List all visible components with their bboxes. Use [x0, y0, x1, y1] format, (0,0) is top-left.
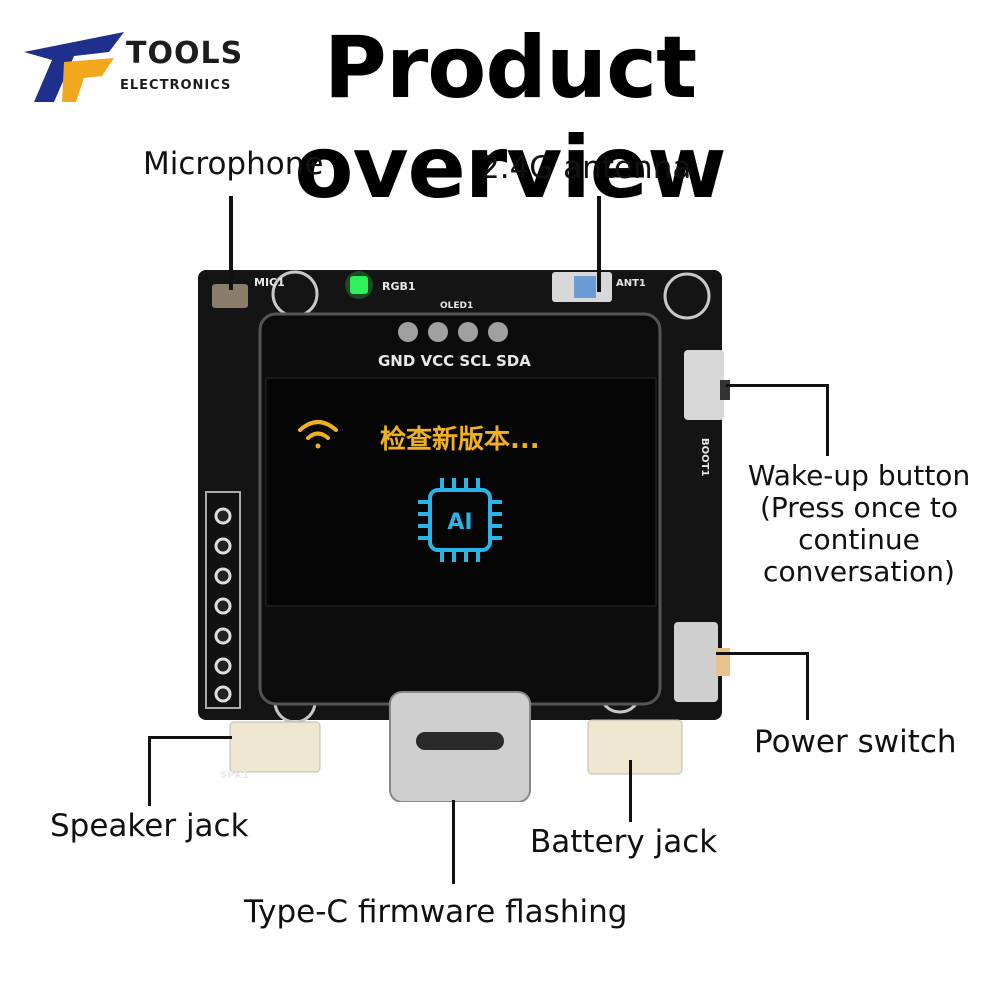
label-wake-line-2: (Press once to — [759, 491, 959, 524]
screen-status-text: 检查新版本... — [380, 424, 540, 455]
logo-text-electronics: ELECTRONICS — [120, 78, 232, 93]
rgb-led — [350, 276, 368, 294]
logo-text-tools: TOOLS — [126, 36, 244, 71]
silk-mic: MIC1 — [254, 276, 285, 289]
label-wake-line-1: Wake-up button — [747, 459, 971, 492]
microphone-component — [212, 284, 248, 308]
mount-hole-tr — [663, 272, 711, 320]
label-antenna: 2.4G antenna — [480, 150, 692, 186]
label-wake-button: Wake-up button (Press once to continue c… — [728, 460, 990, 588]
boot-button-component — [684, 350, 724, 420]
silk-ant: ANT1 — [616, 278, 646, 289]
label-speaker-jack: Speaker jack — [50, 808, 249, 844]
callout-line-antenna — [597, 196, 601, 292]
power-switch-component — [674, 622, 718, 702]
callout-line-wake-h — [726, 384, 828, 387]
ai-chip-icon — [418, 478, 502, 562]
speaker-jack-component — [229, 721, 321, 773]
battery-jack-component — [587, 719, 683, 775]
callout-line-speaker-v — [148, 736, 151, 806]
pcb-board: MIC1 RGB1 ANT1 OLED1 GND VCC SCL SDA 检查新… — [198, 270, 730, 802]
callout-line-speaker-h — [148, 736, 232, 739]
callout-line-type-c — [452, 800, 455, 884]
callout-line-microphone — [229, 196, 233, 290]
silk-oled-pins: GND VCC SCL SDA — [378, 352, 531, 370]
chip-ai-label: AI — [447, 510, 472, 535]
silk-boot: BOOT1 — [699, 438, 710, 476]
label-battery-jack: Battery jack — [530, 824, 718, 860]
callout-line-power-v — [806, 652, 809, 720]
silk-spk: SPK1 — [220, 770, 249, 781]
callout-line-wake-v — [826, 384, 829, 456]
wifi-icon — [298, 420, 338, 449]
callout-line-battery — [629, 760, 632, 822]
callout-line-power-h — [716, 652, 808, 655]
brand-logo — [24, 32, 124, 102]
page-title: Product overview — [294, 18, 726, 218]
label-power-switch: Power switch — [754, 724, 957, 760]
label-wake-line-4: conversation) — [763, 555, 955, 588]
silk-oled: OLED1 — [440, 301, 473, 311]
label-wake-line-3: continue — [798, 523, 920, 556]
label-microphone: Microphone — [143, 146, 324, 182]
silk-rgb: RGB1 — [382, 280, 416, 293]
label-type-c: Type-C firmware flashing — [244, 894, 628, 930]
